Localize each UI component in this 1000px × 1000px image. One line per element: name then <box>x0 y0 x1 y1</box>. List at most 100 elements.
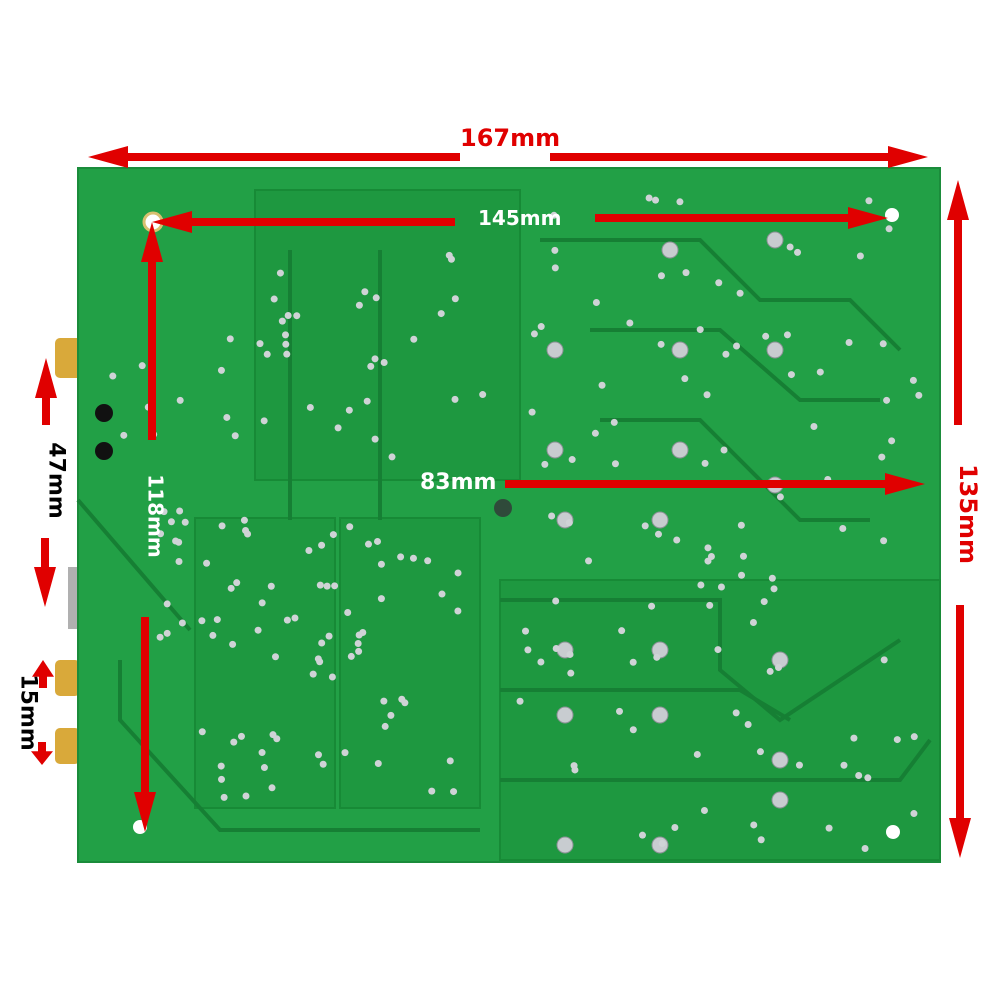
solder-pad <box>213 616 221 624</box>
solder-pad <box>771 751 789 769</box>
arrow-145-right <box>595 207 888 229</box>
solder-pad <box>568 456 576 464</box>
solder-pad <box>744 720 752 728</box>
solder-pad <box>671 341 689 359</box>
solder-pad <box>733 342 741 350</box>
solder-pad <box>381 722 389 730</box>
solder-pad <box>845 338 853 346</box>
solder-pad <box>328 673 336 681</box>
solder-pad <box>703 391 711 399</box>
solder-pad <box>786 243 794 251</box>
solder-pad <box>879 340 887 348</box>
solder-pad <box>371 355 379 363</box>
solder-pad <box>354 640 362 648</box>
solder-pad <box>776 493 784 501</box>
solder-pad <box>548 512 556 520</box>
solder-pad <box>314 751 322 759</box>
solder-pad <box>316 581 324 589</box>
solder-pad <box>551 246 559 254</box>
solder-pad <box>226 335 234 343</box>
solder-pad <box>258 749 266 757</box>
solder-pad <box>701 459 709 467</box>
solder-pad <box>377 595 385 603</box>
solder-pad <box>361 288 369 296</box>
solder-pad <box>283 350 291 358</box>
solder-pad <box>355 301 363 309</box>
solder-pad <box>428 787 436 795</box>
solder-pad <box>203 559 211 567</box>
solder-pad <box>739 552 747 560</box>
solder-pad <box>329 531 337 539</box>
solder-pad <box>750 821 758 829</box>
solder-pad <box>181 518 189 526</box>
solder-pad <box>341 749 349 757</box>
solder-pad <box>278 317 286 325</box>
solder-pad <box>676 198 684 206</box>
solder-pad <box>616 707 624 715</box>
solder-pad <box>757 836 765 844</box>
solder-pad <box>217 762 225 770</box>
solder-pad <box>260 417 268 425</box>
solder-pad <box>282 340 290 348</box>
solder-pad <box>220 793 228 801</box>
solder-pad <box>714 646 722 654</box>
label-145mm: 145mm <box>478 206 562 230</box>
solder-pad <box>556 706 574 724</box>
solder-pad <box>237 732 245 740</box>
solder-pad <box>346 523 354 531</box>
solder-pad <box>855 772 863 780</box>
solder-pad <box>671 441 689 459</box>
solder-pad <box>762 332 770 340</box>
solder-pad <box>638 831 646 839</box>
solder-pad <box>794 248 802 256</box>
solder-pad <box>720 446 728 454</box>
solder-pad <box>648 602 656 610</box>
solder-pad <box>552 597 560 605</box>
solder-pad <box>178 619 186 627</box>
solder-pad <box>810 422 818 430</box>
solder-pad <box>409 554 417 562</box>
solder-pad <box>654 530 662 538</box>
solder-pad <box>242 526 250 534</box>
solder-pad <box>673 536 681 544</box>
arrow-83-right <box>505 473 925 495</box>
solder-pad <box>156 633 164 641</box>
solder-pad <box>364 540 372 548</box>
arrow-145-left <box>152 211 455 233</box>
solder-pad <box>374 537 382 545</box>
solder-pad <box>910 733 918 741</box>
arrow-47-up <box>35 358 57 425</box>
solder-pad <box>611 460 619 468</box>
solder-pad <box>783 331 791 339</box>
solder-pad <box>284 311 292 319</box>
solder-pad <box>715 279 723 287</box>
label-135mm: 135mm <box>954 463 983 565</box>
solder-pad <box>629 726 637 734</box>
solder-pad <box>372 294 380 302</box>
solder-pad <box>528 408 536 416</box>
solder-pad <box>567 669 575 677</box>
solder-pad <box>160 508 168 516</box>
solder-pad <box>878 453 886 461</box>
copper-regions <box>194 189 941 861</box>
solder-pad <box>260 764 268 772</box>
solder-pad <box>367 362 375 370</box>
solder-pad <box>218 522 226 530</box>
solder-pad <box>355 647 363 655</box>
solder-pad <box>397 553 405 561</box>
solder-pad <box>254 626 262 634</box>
solder-pad <box>371 435 379 443</box>
solder-pad <box>585 557 593 565</box>
solder-pad <box>840 761 848 769</box>
arrow-167-left <box>88 146 460 168</box>
solder-pad <box>697 581 705 589</box>
solder-pad <box>771 791 789 809</box>
solder-pad <box>768 574 776 582</box>
solder-pad <box>651 706 669 724</box>
solder-pad <box>598 381 606 389</box>
solder-pad <box>861 844 869 852</box>
solder-pad <box>629 658 637 666</box>
pcb-traces <box>76 238 932 832</box>
solder-pad <box>565 519 573 527</box>
solder-pad <box>270 295 278 303</box>
